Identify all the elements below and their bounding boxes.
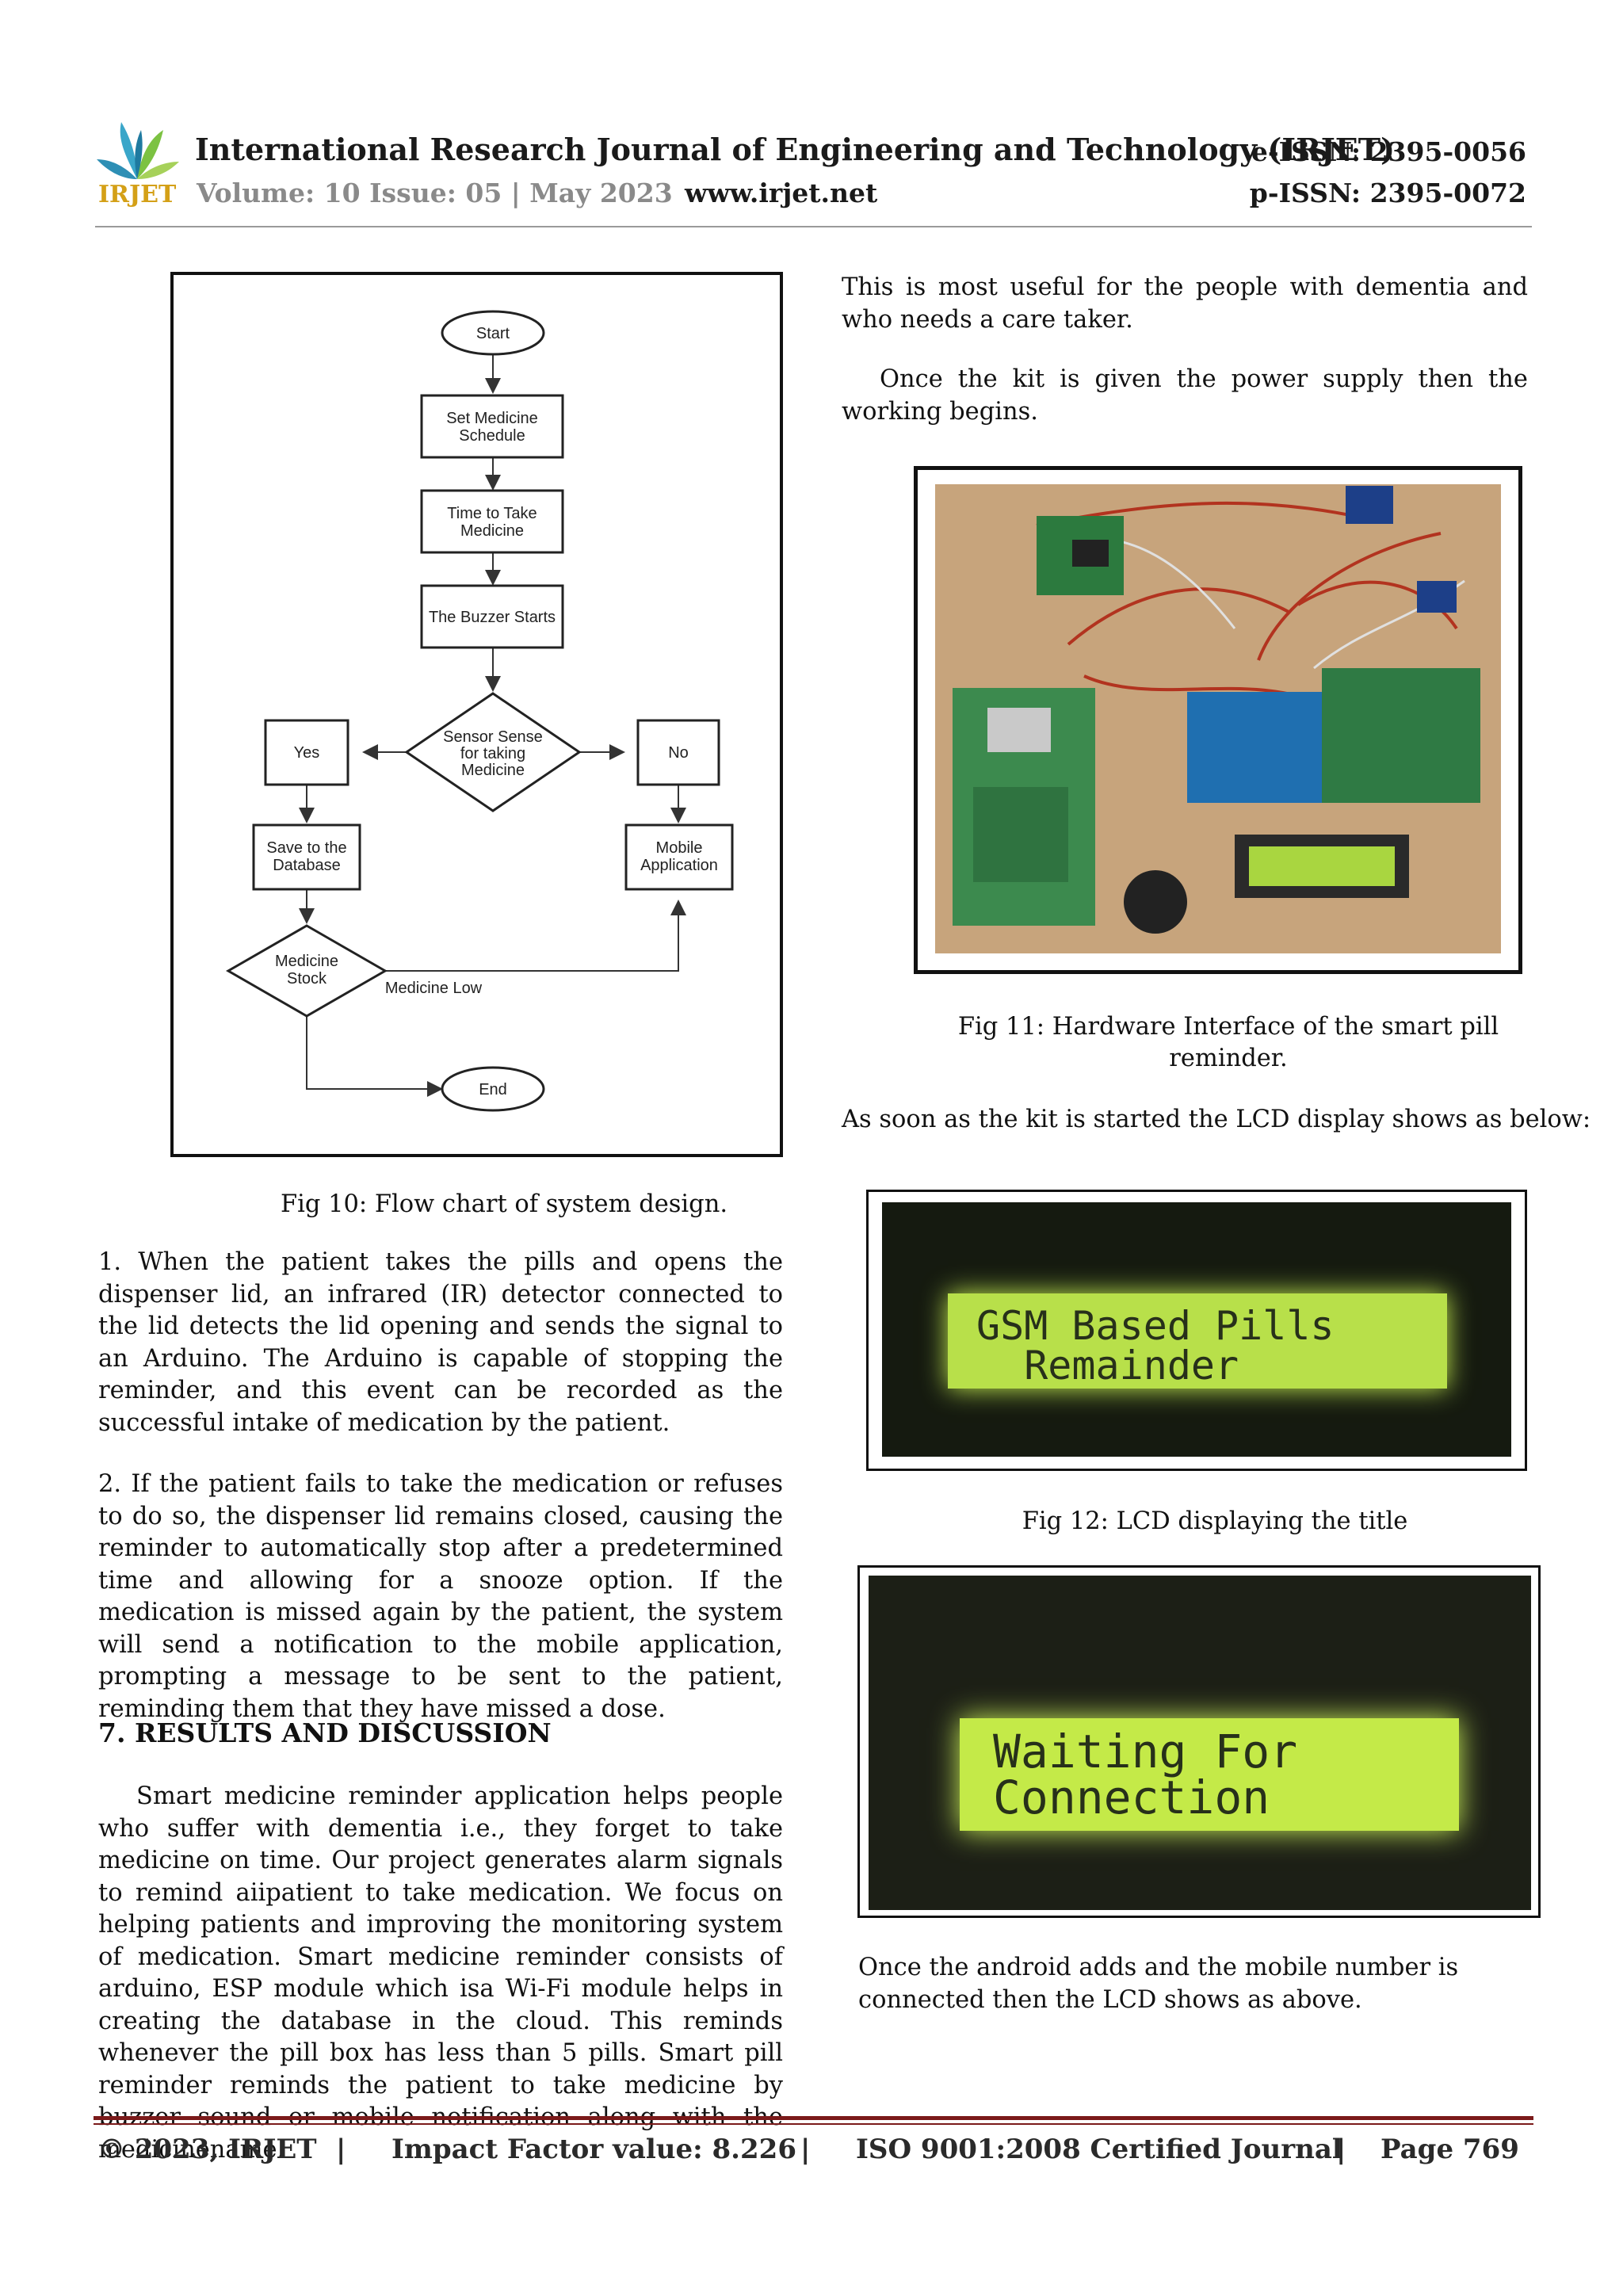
- left-paragraph-2: 2. If the patient fails to take the medi…: [98, 1470, 783, 1723]
- buzzer-label: The Buzzer Starts: [429, 609, 556, 626]
- time-node: [420, 489, 564, 554]
- lcd1-screen: [948, 1293, 1447, 1389]
- volume-info: Volume: 10 Issue: 05 | May 2023: [197, 178, 673, 208]
- journal-title: International Research Journal of Engine…: [195, 132, 1395, 167]
- buzzer-node: [420, 584, 564, 649]
- set-schedule-label-1: Set Medicine: [446, 410, 538, 427]
- fig11-hardware-photo: [914, 466, 1522, 974]
- logo-text: IRJET: [98, 181, 177, 208]
- footer-divider-thin: [94, 2123, 1533, 2125]
- fig10-flowchart: Start Set Medicine Schedule Time to Take…: [170, 272, 783, 1157]
- start-node: [441, 310, 545, 356]
- section-heading: 7. RESULTS AND DISCUSSION: [98, 1717, 552, 1748]
- set-schedule-node: [420, 394, 564, 459]
- footer-divider-thick: [94, 2116, 1533, 2120]
- end-label: End: [479, 1081, 507, 1098]
- no-node: [636, 719, 720, 786]
- set-schedule-label-2: Schedule: [459, 427, 525, 445]
- fig12-caption: Fig 12: LCD displaying the title: [1022, 1507, 1408, 1535]
- right-paragraph-1: This is most useful for the people with …: [842, 273, 1528, 334]
- right-paragraph-2: Once the kit is given the power supply t…: [842, 365, 1528, 426]
- lcd2-line-2: Connection: [993, 1771, 1270, 1824]
- left-paragraph-3: Smart medicine reminder application help…: [98, 1782, 783, 2164]
- fig13-lcd-photo: Waiting For Connection: [857, 1565, 1541, 1918]
- footer-copyright: © 2023, IRJET: [98, 2134, 317, 2165]
- stock-label-1: Medicine: [275, 953, 338, 970]
- footer-separator-1: |: [336, 2134, 346, 2165]
- irjet-logo-icon: [97, 122, 179, 179]
- footer-impact-factor: Impact Factor value: 8.226: [391, 2134, 796, 2165]
- fig10-caption: Fig 10: Flow chart of system design.: [280, 1190, 728, 1218]
- fig11-caption-line-2: reminder.: [1169, 1045, 1288, 1072]
- lcd2-screen: [960, 1718, 1459, 1831]
- stock-label-2: Stock: [287, 970, 327, 988]
- lcd1-line-2: Remainder: [976, 1343, 1239, 1389]
- end-node: [441, 1066, 545, 1112]
- start-label: Start: [476, 325, 510, 342]
- mobile-app-label-2: Application: [640, 857, 718, 874]
- right-paragraph-3: As soon as the kit is started the LCD di…: [842, 1106, 1591, 1133]
- save-db-label-1: Save to the: [266, 839, 346, 857]
- footer-page-number: Page 769: [1381, 2134, 1519, 2165]
- footer-iso: ISO 9001:2008 Certified Journal: [856, 2134, 1342, 2165]
- stock-decision-node: [225, 924, 388, 1018]
- medicine-low-label: Medicine Low: [385, 980, 483, 997]
- header-divider: [95, 226, 1532, 227]
- fig12-lcd-photo: GSM Based Pills Remainder: [866, 1190, 1527, 1471]
- sensor-label-2: for taking: [460, 745, 525, 762]
- sensor-label-3: Medicine: [461, 762, 525, 779]
- no-label: No: [668, 744, 689, 762]
- lcd1-line-1: GSM Based Pills: [976, 1303, 1335, 1349]
- time-label-2: Medicine: [460, 522, 524, 540]
- fig11-caption-line-1: Fig 11: Hardware Interface of the smart …: [957, 1013, 1499, 1041]
- e-issn: e-ISSN: 2395-0056: [1251, 136, 1526, 167]
- sensor-label-1: Sensor Sense: [443, 728, 543, 746]
- mobile-app-label-1: Mobile: [656, 839, 703, 857]
- p-issn: p-ISSN: 2395-0072: [1249, 178, 1526, 208]
- right-paragraph-4: Once the android adds and the mobile num…: [858, 1954, 1459, 2014]
- time-label-1: Time to Take: [447, 505, 537, 522]
- mobile-app-node: [624, 823, 734, 891]
- footer-separator-3: |: [1336, 2134, 1346, 2165]
- save-db-label-2: Database: [273, 857, 341, 874]
- sensor-decision-node: [404, 692, 582, 812]
- save-db-node: [252, 823, 361, 891]
- yes-label: Yes: [294, 744, 320, 762]
- yes-node: [264, 719, 349, 786]
- journal-website: www.irjet.net: [685, 178, 878, 208]
- lcd2-line-1: Waiting For: [993, 1725, 1298, 1778]
- footer-separator-2: |: [800, 2134, 811, 2165]
- left-paragraph-1: 1. When the patient takes the pills and …: [98, 1248, 783, 1437]
